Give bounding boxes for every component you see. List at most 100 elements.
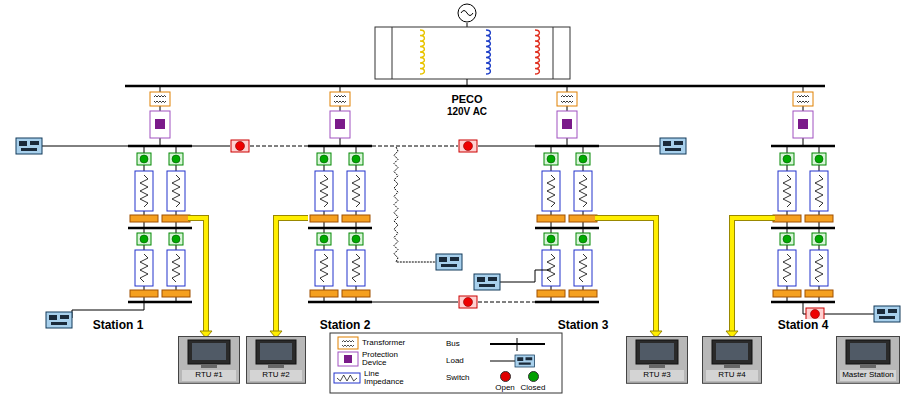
load-part bbox=[19, 141, 27, 146]
line-impedance bbox=[167, 171, 185, 211]
closed-switch-dot bbox=[783, 155, 791, 163]
line-impedance bbox=[810, 171, 828, 211]
computer-label: RTU #1 bbox=[182, 370, 236, 381]
legend-text: Closed bbox=[521, 384, 546, 392]
computer-case bbox=[247, 337, 306, 384]
load-part bbox=[479, 284, 495, 287]
computer-stand bbox=[724, 364, 740, 368]
resistor-symbol bbox=[320, 175, 328, 207]
station-circuit bbox=[128, 86, 192, 302]
open-switch bbox=[459, 296, 477, 308]
computer-screen bbox=[850, 343, 886, 360]
tie-wire-dashed bbox=[372, 146, 458, 147]
load-part bbox=[477, 277, 485, 282]
resistor-symbol bbox=[579, 254, 587, 282]
computer-case bbox=[837, 337, 900, 384]
legend-text: Transformer bbox=[362, 339, 405, 347]
closed-switch-dot bbox=[172, 235, 180, 243]
bus-bar bbox=[128, 301, 192, 304]
data-link bbox=[188, 218, 206, 333]
breaker-bar bbox=[569, 215, 597, 222]
load-part bbox=[441, 264, 457, 267]
closed-switch-dot bbox=[547, 155, 555, 163]
open-switch-dot bbox=[811, 310, 820, 319]
breaker-bar bbox=[342, 290, 370, 297]
protection-device bbox=[330, 111, 350, 138]
legend-transformer bbox=[338, 337, 358, 349]
closed-switch-dot bbox=[352, 155, 360, 163]
closed-switch bbox=[544, 153, 558, 165]
load-wire bbox=[500, 270, 551, 282]
load-wire bbox=[599, 146, 660, 147]
data-link bbox=[732, 218, 775, 333]
resistor-symbol bbox=[783, 254, 791, 282]
line-impedance bbox=[315, 250, 333, 286]
load-part bbox=[439, 257, 447, 262]
line-impedance bbox=[810, 250, 828, 286]
protection-device bbox=[150, 111, 170, 138]
line-impedance bbox=[778, 250, 796, 286]
legend-bus-tap bbox=[517, 338, 518, 351]
line-impedance bbox=[167, 250, 185, 286]
resistor-symbol bbox=[140, 175, 148, 207]
resistor-symbol bbox=[547, 175, 555, 207]
closed-switch bbox=[576, 233, 590, 245]
protection-device bbox=[557, 111, 577, 138]
load-part bbox=[49, 315, 57, 320]
phase-winding bbox=[420, 30, 424, 74]
computer-label: RTU #2 bbox=[250, 370, 302, 381]
load-part bbox=[879, 316, 895, 319]
resistor-symbol bbox=[815, 175, 823, 207]
legend-text: Line Impedance bbox=[364, 370, 410, 387]
closed-switch bbox=[576, 153, 590, 165]
station-circuit bbox=[771, 86, 835, 302]
computer-label: RTU #3 bbox=[630, 370, 684, 381]
closed-switch bbox=[349, 153, 363, 165]
bus-bar bbox=[535, 301, 599, 304]
rtu-computer: RTU #2 bbox=[246, 336, 306, 384]
legend-load-wire bbox=[490, 361, 515, 362]
protection-core bbox=[562, 119, 572, 129]
resistor-symbol bbox=[320, 254, 328, 282]
closed-switch-dot bbox=[579, 235, 587, 243]
computer-monitor bbox=[846, 340, 890, 364]
resistor-symbol bbox=[352, 175, 360, 207]
closed-switch-dot bbox=[579, 155, 587, 163]
generator-wave bbox=[461, 11, 473, 16]
breaker-bar bbox=[537, 215, 565, 222]
legend-protection bbox=[338, 352, 358, 366]
resistor-symbol bbox=[579, 175, 587, 207]
computer-screen bbox=[260, 343, 292, 360]
bus-bar bbox=[771, 145, 835, 148]
computer-stand bbox=[860, 364, 876, 368]
feeder-cable bbox=[394, 147, 436, 262]
load-part bbox=[526, 357, 533, 360]
load-wire bbox=[72, 302, 144, 318]
load-icon bbox=[46, 312, 72, 328]
open-switch-dot bbox=[236, 142, 245, 151]
computer-monitor bbox=[712, 340, 752, 364]
closed-switch bbox=[780, 233, 794, 245]
load-frame bbox=[16, 138, 42, 154]
computer-screen bbox=[640, 343, 674, 360]
bus-bar bbox=[128, 145, 192, 148]
data-link bbox=[188, 218, 206, 333]
source-label: PECO bbox=[450, 93, 483, 105]
breaker-bar bbox=[162, 290, 190, 297]
resistor-symbol bbox=[140, 254, 148, 282]
line-impedance bbox=[315, 171, 333, 211]
load-icon bbox=[436, 254, 462, 270]
closed-switch bbox=[812, 153, 826, 165]
computer-screen bbox=[716, 343, 748, 360]
station-label: Station 1 bbox=[92, 319, 145, 332]
load-icon bbox=[874, 306, 900, 322]
closed-switch bbox=[812, 233, 826, 245]
generator bbox=[375, 4, 570, 86]
open-switch-dot bbox=[464, 298, 473, 307]
resistor-symbol bbox=[352, 254, 360, 282]
closed-switch-dot bbox=[140, 155, 148, 163]
breaker-bar bbox=[310, 290, 338, 297]
source-label: 120V AC bbox=[446, 106, 488, 117]
legend-text: Protection Device bbox=[362, 351, 410, 368]
